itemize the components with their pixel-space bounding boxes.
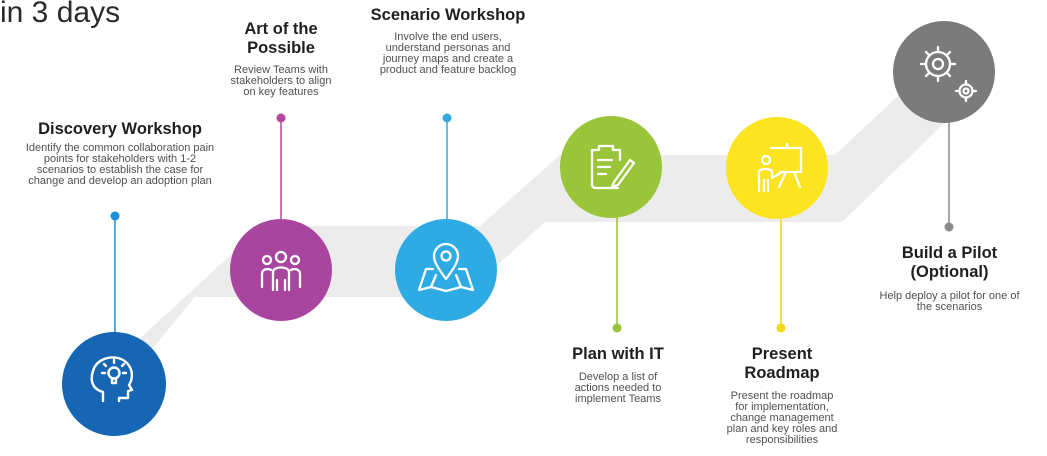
step-description-line: Review Teams with (234, 64, 328, 76)
step-description-line: journey maps and create a (382, 53, 514, 65)
head-lightbulb-icon (90, 356, 134, 403)
step-title: Discovery Workshop (8, 120, 232, 139)
step-title-line: Possible (247, 39, 315, 57)
connector-plan (612, 210, 622, 333)
step-description-line: the scenarios (916, 301, 983, 313)
step-description: Help deploy a pilot for one of the scena… (852, 291, 1047, 313)
step-description-line: understand personas and (385, 42, 511, 54)
step-description-line: implement Teams (575, 393, 661, 405)
step-description-line: for implementation, (735, 401, 829, 413)
step-title-line: Build a Pilot (901, 244, 998, 262)
step-description-line: Involve the end users, (394, 31, 502, 43)
step-title: Present Roadmap (712, 345, 852, 383)
step-title-line: Present (751, 345, 813, 363)
step-title-line: Art of the (244, 20, 318, 38)
step-plan (560, 116, 662, 218)
label-art: Art of the Possible Review Teams with st… (211, 20, 351, 98)
step-description-line: points for stakeholders with 1-2 (43, 153, 197, 165)
step-title: Art of the Possible (211, 20, 351, 58)
label-discovery: Discovery Workshop Identify the common c… (8, 120, 232, 187)
label-roadmap: Present Roadmap Present the roadmap for … (712, 345, 852, 446)
step-pilot (893, 21, 995, 123)
step-description-line: product and feature backlog (379, 64, 517, 76)
step-description-line: Present the roadmap (730, 390, 834, 402)
step-title-line: Roadmap (744, 364, 820, 382)
connector-pilot (944, 110, 954, 232)
step-description: Involve the end users, understand person… (353, 32, 543, 76)
step-title: Plan with IT (548, 345, 688, 364)
presenter-board-icon (757, 142, 803, 193)
step-title-line: Scenario Workshop (370, 6, 526, 24)
step-description: Identify the common collaboration pain p… (8, 143, 232, 187)
step-description-line: on key features (243, 86, 319, 98)
step-description-line: change management (730, 412, 834, 424)
connector-discovery (110, 211, 120, 336)
people-group-icon (260, 250, 302, 292)
map-pin-icon (417, 242, 475, 293)
step-title: Build a Pilot (Optional) (852, 244, 1047, 282)
step-description-line: Identify the common collaboration pain (25, 142, 215, 154)
step-description: Develop a list of actions needed to impl… (548, 372, 688, 405)
step-title: Scenario Workshop (353, 6, 543, 25)
step-discovery (62, 332, 166, 436)
step-scenario (395, 219, 497, 321)
step-description-line: actions needed to (574, 382, 662, 394)
document-edit-icon (590, 144, 636, 190)
step-description-line: Develop a list of (578, 371, 658, 383)
step-description-line: scenarios to establish the case for (36, 164, 204, 176)
connector-roadmap (776, 210, 786, 333)
connector-scenario (442, 113, 452, 230)
step-description-line: responsibilities (745, 434, 819, 446)
step-description-line: change and develop an adoption plan (28, 175, 212, 187)
timeline-road (97, 64, 958, 398)
step-description-line: stakeholders to align (230, 75, 332, 87)
step-title-line: Discovery Workshop (38, 120, 202, 138)
step-title-line: (Optional) (910, 263, 989, 281)
step-roadmap (726, 117, 828, 219)
label-plan: Plan with IT Develop a list of actions n… (548, 345, 688, 405)
step-description: Review Teams with stakeholders to align … (211, 65, 351, 98)
step-art (230, 219, 332, 321)
label-scenario: Scenario Workshop Involve the end users,… (353, 6, 543, 76)
label-pilot: Build a Pilot (Optional) Help deploy a p… (852, 244, 1047, 313)
step-description-line: Help deploy a pilot for one of (879, 290, 1020, 302)
step-title-line: Plan with IT (572, 345, 664, 363)
page-title: in 3 days (0, 0, 121, 29)
gears-icon (919, 45, 978, 103)
connector-art (276, 113, 286, 230)
step-description-line: plan and key roles and (726, 423, 838, 435)
step-description: Present the roadmap for implementation, … (712, 391, 852, 446)
